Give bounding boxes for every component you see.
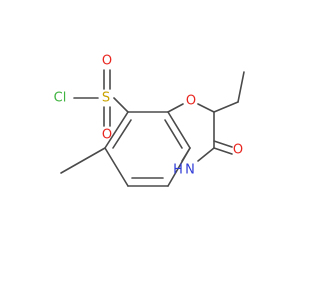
bond-methyl xyxy=(60,147,106,174)
bond-c6-c1 xyxy=(104,147,129,187)
atom-label-sulfonyl-oxygen-top: O xyxy=(102,54,112,69)
bond-carbonyl-2 xyxy=(213,140,233,148)
atom-label-carbonyl-oxygen: O xyxy=(233,143,243,158)
atom-label-amide-hydrogen: H xyxy=(173,163,183,178)
bond-nitrogen-c4 xyxy=(181,147,191,162)
bond-carbonyl-1 xyxy=(213,147,233,155)
bond-c1-c2-inner xyxy=(112,119,132,149)
atom-label-sulfonyl-oxygen-bottom: O xyxy=(102,128,112,143)
bond-c3-ring-oxygen xyxy=(167,103,184,113)
chemical-structure-diagram: Cl S O O O O N H xyxy=(54,54,245,187)
bond-c1-c2 xyxy=(104,111,129,149)
bond-ring-to-sulfur xyxy=(113,97,129,113)
substituent-bonds xyxy=(60,69,245,174)
atom-label-chlorine: Cl xyxy=(54,91,67,106)
bond-c3-ring-nitrogen xyxy=(197,147,215,162)
bond-c3-c4 xyxy=(167,111,191,149)
atom-label-ring-oxygen: O xyxy=(186,94,196,109)
bond-ethyl-2 xyxy=(237,71,245,103)
oxazine-ring xyxy=(167,103,215,162)
bond-ethyl-1 xyxy=(213,101,239,113)
bond-ring-oxygen-c2 xyxy=(197,103,215,113)
atom-label-sulfur: S xyxy=(102,91,110,106)
bond-c3-c4-inner xyxy=(164,119,183,149)
atom-label-amide-nitrogen: N xyxy=(185,163,195,178)
atom-labels: Cl S O O O O N H xyxy=(54,54,243,178)
